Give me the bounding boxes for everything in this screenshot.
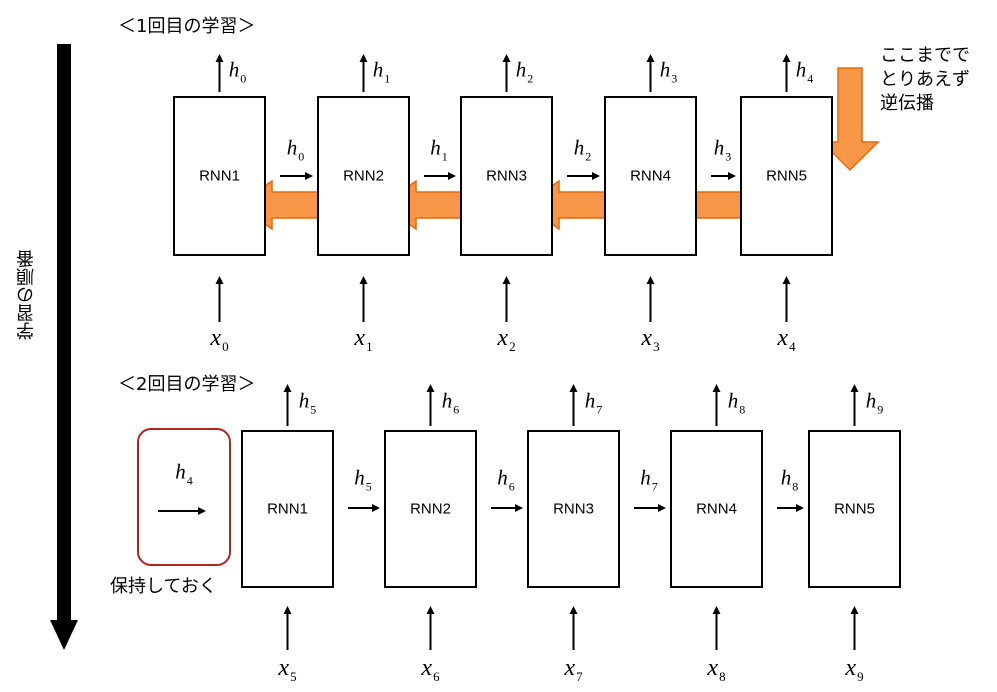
input-label: x1 <box>354 325 373 354</box>
input-label: x2 <box>497 325 516 354</box>
hidden-output-label: h3 <box>659 57 678 86</box>
rnn-cell <box>527 430 620 588</box>
rnn-cell-label: RNN2 <box>410 500 451 518</box>
hidden-output-label: h4 <box>795 57 814 86</box>
input-label: x0 <box>210 325 229 354</box>
hold-state-label: h4 <box>175 459 193 488</box>
input-label: x4 <box>777 325 796 354</box>
input-label: x6 <box>421 655 440 684</box>
rnn-cell <box>317 96 410 256</box>
hidden-link-label: h6 <box>497 465 515 494</box>
hidden-output-label: h2 <box>515 57 534 86</box>
rnn-cell <box>384 430 477 588</box>
rnn-cell-label: RNN5 <box>766 167 807 185</box>
rnn-cell-label: RNN1 <box>267 500 308 518</box>
hidden-output-label: h8 <box>727 388 746 417</box>
hidden-output-label: h9 <box>865 388 884 417</box>
hidden-link-label: h3 <box>713 135 732 164</box>
rnn-cell-label: RNN3 <box>486 167 527 185</box>
hidden-link-label: h8 <box>780 465 799 494</box>
hold-box <box>137 428 231 566</box>
rnn-cell-label: RNN2 <box>343 167 384 185</box>
hold-label: 保持しておく <box>110 576 217 597</box>
rnn-cell <box>740 96 833 256</box>
first-run-title: ＜1回目の学習＞ <box>118 16 256 37</box>
hidden-output-label: h6 <box>441 388 460 417</box>
rnn-cell-label: RNN4 <box>696 500 737 518</box>
hidden-output-label: h5 <box>298 388 317 417</box>
input-label: x7 <box>564 655 583 684</box>
rnn-cell-label: RNN3 <box>553 500 594 518</box>
backprop-note: ここまでで とりあえず 逆伝播 <box>880 45 970 114</box>
hidden-link-label: h0 <box>286 135 305 164</box>
hidden-link-label: h7 <box>640 465 658 494</box>
hidden-link-label: h2 <box>573 135 592 164</box>
hidden-output-label: h7 <box>584 388 603 417</box>
input-label: x5 <box>278 655 297 684</box>
rnn-cell <box>460 96 553 256</box>
order-arrow <box>50 44 78 650</box>
rnn-cell-label: RNN1 <box>199 167 240 185</box>
rnn-cell <box>604 96 697 256</box>
input-label: x3 <box>641 325 660 354</box>
input-label: x8 <box>707 655 726 684</box>
rnn-cell <box>670 430 763 588</box>
backprop-start-arrow <box>820 67 880 172</box>
input-label: x9 <box>845 655 864 684</box>
hidden-link-label: h5 <box>354 465 372 494</box>
rnn-cell <box>241 430 334 588</box>
rnn-cell-label: RNN5 <box>834 500 875 518</box>
rnn-cell <box>173 96 266 256</box>
hidden-output-label: h1 <box>372 57 391 86</box>
second-run-title: ＜2回目の学習＞ <box>118 374 256 395</box>
rnn-cell-label: RNN4 <box>630 167 671 185</box>
hidden-output-label: h0 <box>228 57 247 86</box>
rnn-cell <box>808 430 901 588</box>
hidden-link-label: h1 <box>430 135 448 164</box>
